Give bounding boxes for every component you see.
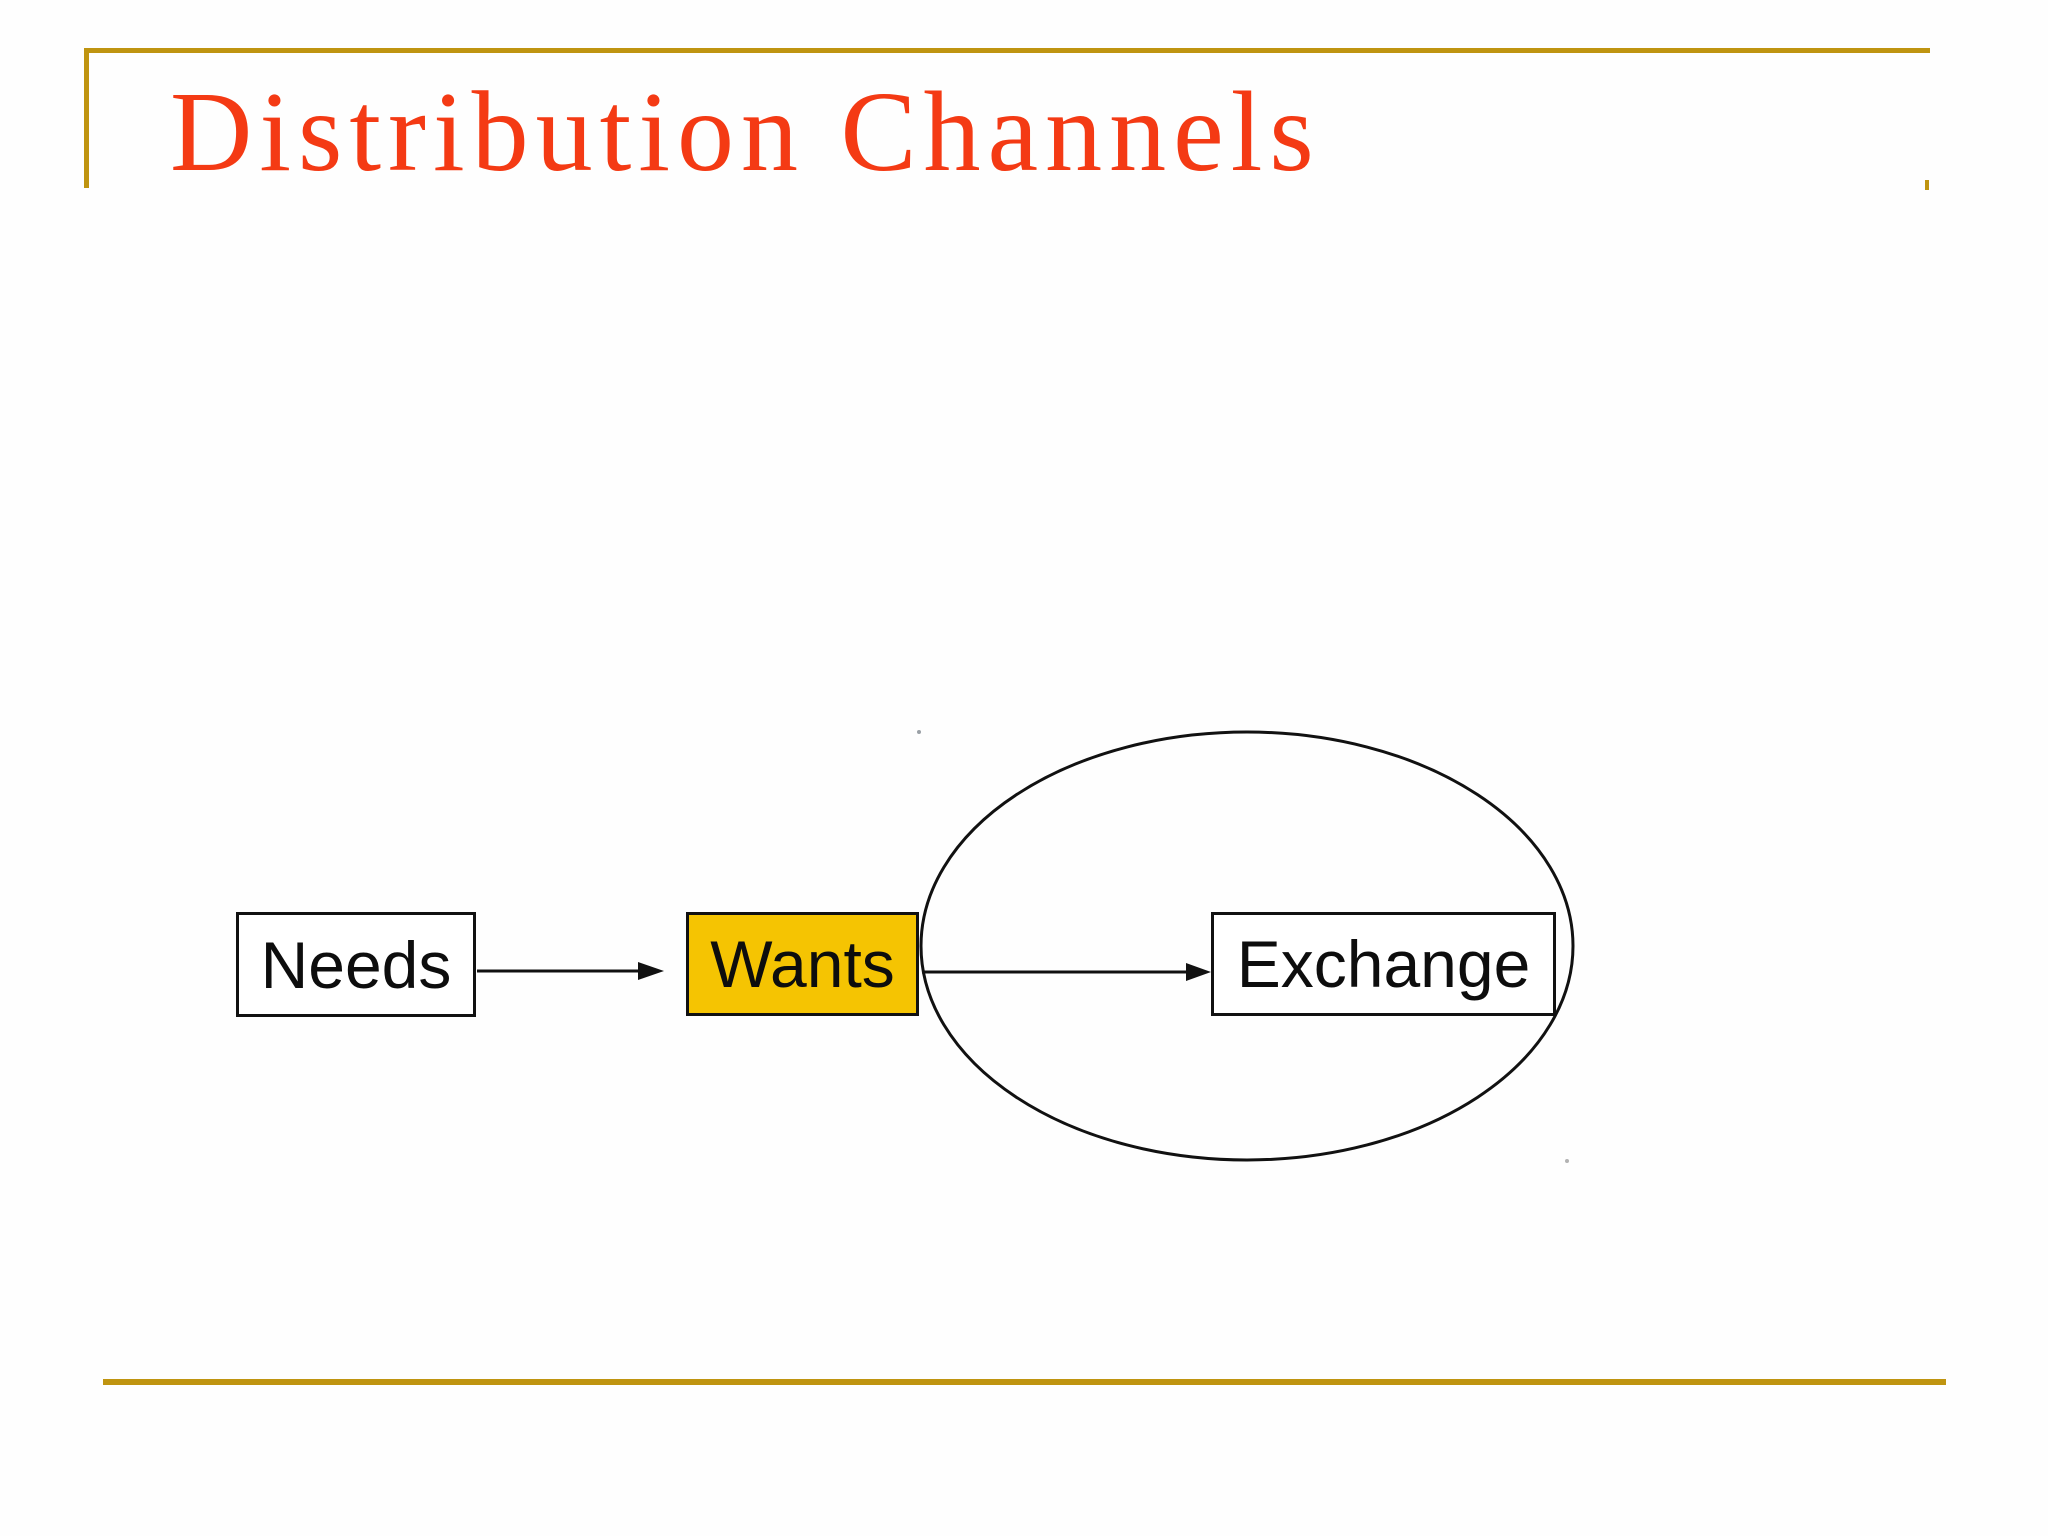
artifact-dot (917, 730, 921, 734)
node-box-needs: Needs (236, 912, 476, 1017)
artifact-dot (1565, 1159, 1569, 1163)
emphasis-ellipse (919, 730, 1575, 1162)
top-rule (84, 48, 1930, 53)
arrow-needs-to-wants-head (638, 962, 664, 980)
node-box-exchange: Exchange (1211, 912, 1556, 1016)
node-label-needs: Needs (260, 927, 452, 1002)
node-box-wants: Wants (686, 912, 919, 1016)
title-side-rule (84, 48, 89, 188)
title-rule-tick (1925, 180, 1929, 190)
page-title: Distribution Channels (170, 68, 1321, 195)
bottom-rule (103, 1379, 1946, 1385)
arrow-wants-to-exchange-head (1186, 963, 1211, 981)
node-label-wants: Wants (710, 927, 895, 1001)
node-label-exchange: Exchange (1236, 927, 1531, 1001)
